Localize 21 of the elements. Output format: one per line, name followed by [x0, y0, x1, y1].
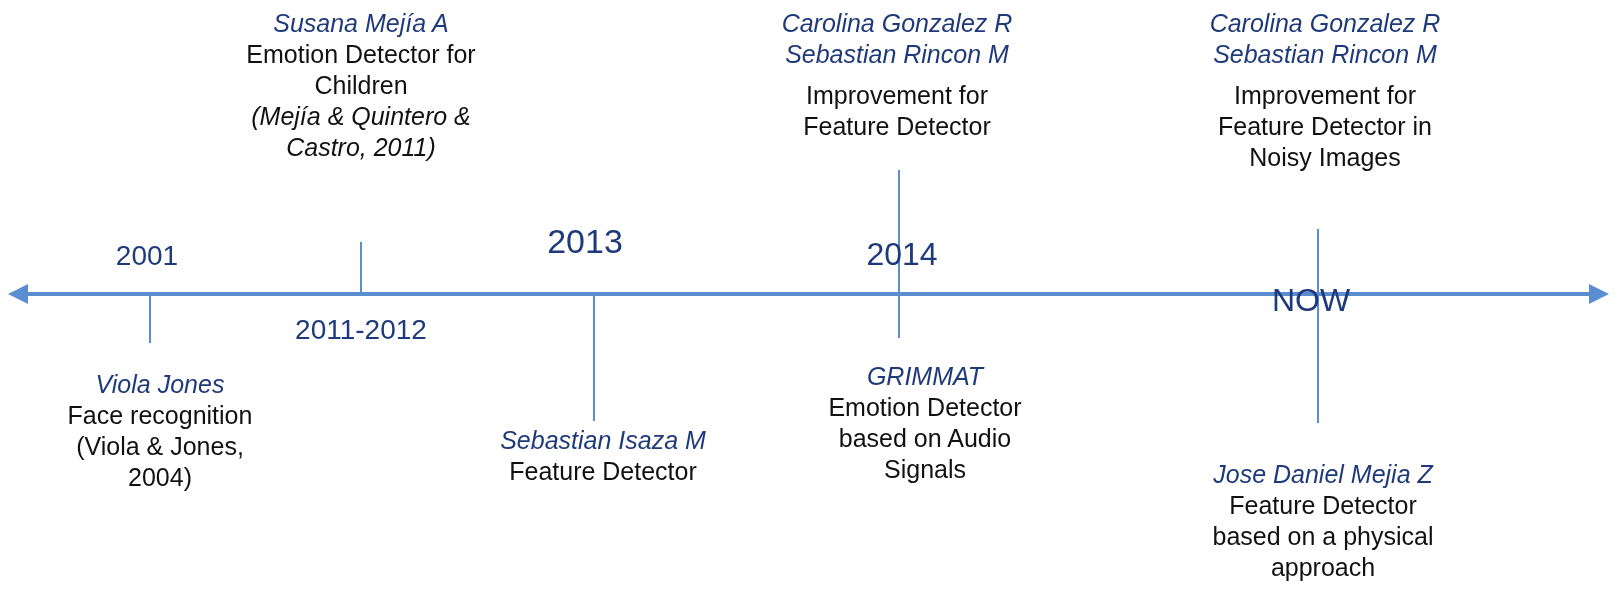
year-label: 2011-2012	[295, 314, 427, 346]
event-description: Face recognition	[66, 400, 254, 431]
author-name: Susana Mejía A	[272, 8, 450, 39]
author-name: Carolina Gonzalez R	[780, 8, 1014, 39]
event-description: Feature Detector based on a physical approach	[1211, 490, 1435, 583]
year-label: 2013	[547, 222, 623, 261]
event-description: Improvement for Feature Detector	[802, 80, 992, 142]
author-name: Viola Jones	[94, 369, 226, 400]
author-name: Sebastian Isaza M	[499, 425, 707, 456]
event-description: Improvement for Feature Detector in Noisy Images	[1217, 80, 1433, 173]
year-label: 2001	[115, 240, 179, 272]
citation: (Mejía & Quintero & Castro, 2011)	[250, 101, 472, 163]
author-name: GRIMMAT	[865, 361, 986, 392]
author-name: Sebastian Rincon M	[1212, 39, 1438, 70]
event-description: Emotion Detector for Children	[245, 39, 477, 101]
event-description: Feature Detector	[508, 456, 698, 487]
citation: (Viola & Jones, 2004)	[75, 431, 245, 493]
author-name: Carolina Gonzalez R	[1208, 8, 1442, 39]
event-description: Emotion Detector based on Audio Signals	[827, 392, 1023, 485]
author-name: Sebastian Rincon M	[784, 39, 1010, 70]
author-name: Jose Daniel Mejia Z	[1212, 459, 1435, 490]
